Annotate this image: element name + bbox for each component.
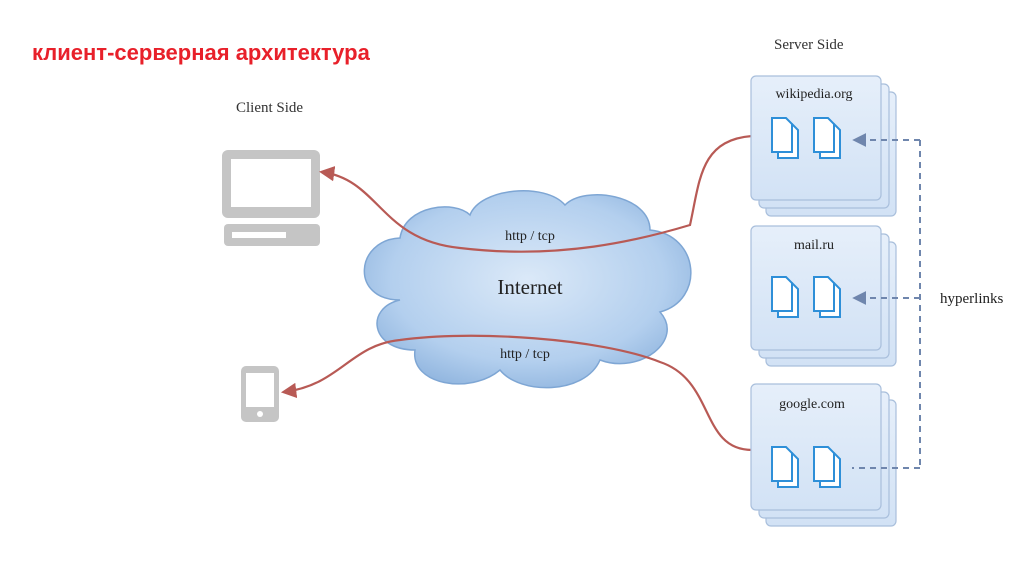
client-side-label: Client Side: [236, 100, 304, 116]
connection-line-bottom: [280, 334, 753, 452]
internet-cloud: [363, 190, 692, 389]
server-stack-mail: mail.ru: [750, 225, 897, 367]
internet-label: Internet: [497, 275, 562, 299]
server-name: google.com: [779, 397, 845, 412]
server-name: wikipedia.org: [775, 87, 852, 102]
connection-label-top: http / tcp: [505, 229, 555, 244]
page-title: клиент-серверная архитектура: [32, 40, 370, 65]
server-side-label: Server Side: [774, 37, 844, 53]
smartphone-icon: [241, 366, 279, 422]
server-stack-wikipedia: wikipedia.org: [750, 75, 897, 217]
connection-line-top: [318, 134, 753, 253]
desktop-computer-icon: [222, 150, 320, 246]
server-name: mail.ru: [794, 238, 834, 253]
connection-label-bottom: http / tcp: [500, 347, 550, 362]
hyperlink-connectors: [852, 133, 921, 469]
server-stack-google: google.com: [750, 383, 897, 527]
hyperlinks-label: hyperlinks: [940, 291, 1003, 307]
